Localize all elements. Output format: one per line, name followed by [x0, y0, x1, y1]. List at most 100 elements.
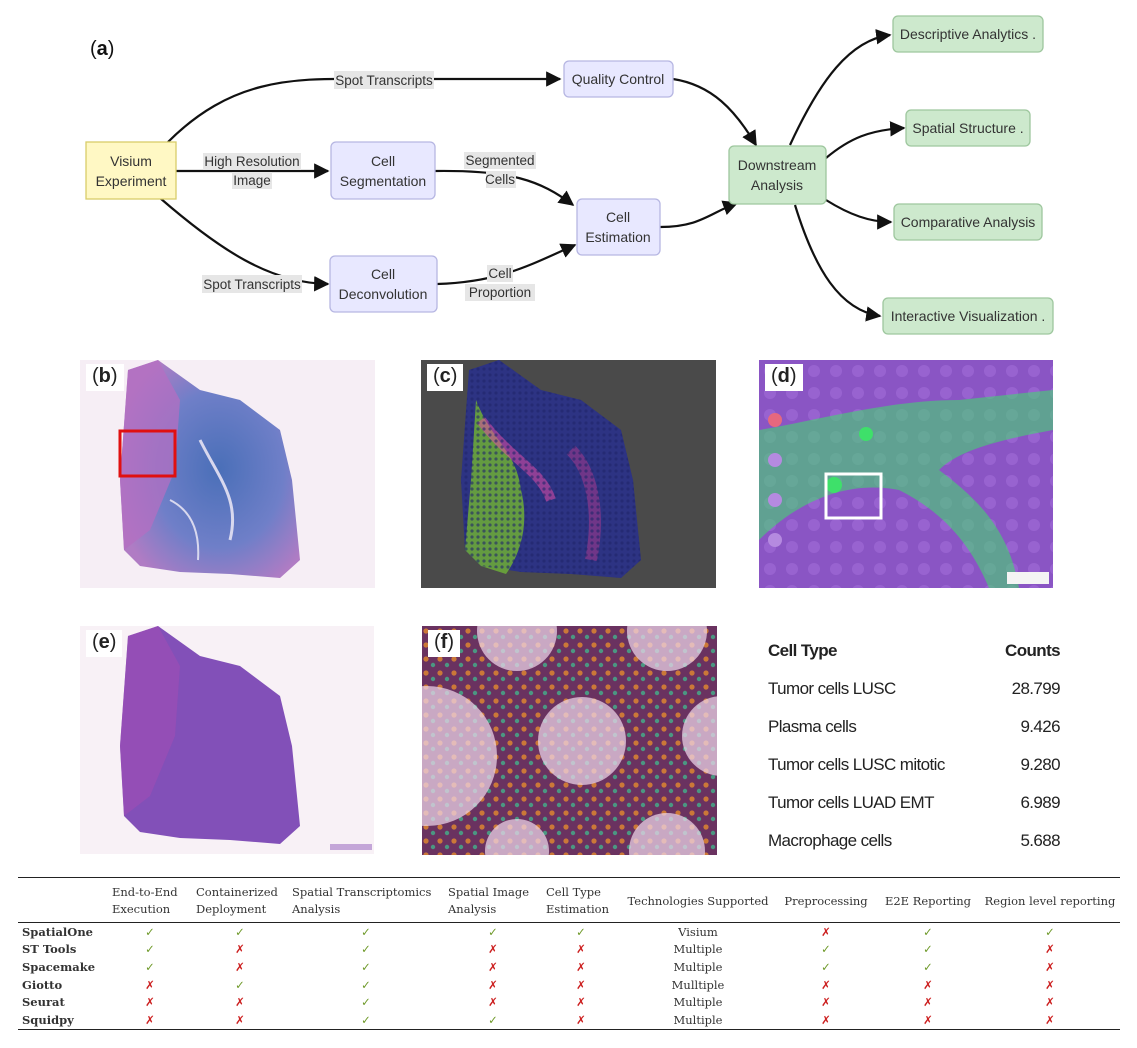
check-icon: ✓ — [145, 924, 155, 939]
cell-counts-table: Cell Type Counts Tumor cells LUSC 28.799… — [768, 632, 1061, 860]
check-icon: ✓ — [361, 995, 371, 1010]
comparison-row: Squidpy✗✗✓✓✗Multiple✗✗✗ — [18, 1010, 1120, 1030]
comparison-row: SpatialOne✓✓✓✓✓Visium✗✓✓ — [18, 923, 1120, 941]
edge-label-spot-top: Spot Transcripts — [334, 71, 434, 89]
check-icon: ✓ — [1045, 924, 1055, 939]
tissue-estimation-illustration — [120, 626, 372, 850]
edge-est-down — [659, 200, 739, 229]
tool-comparison-table: End-to-End Execution Containerized Deplo… — [18, 877, 1120, 1030]
svg-text:Experiment: Experiment — [96, 173, 167, 189]
comparison-row: Spacemake✓✗✓✗✗Multiple✓✓✗ — [18, 958, 1120, 976]
check-icon: ✓ — [444, 1010, 542, 1030]
comparison-row: Giotto✗✓✓✗✗Mulltiple✗✗✗ — [18, 976, 1120, 994]
panel-d-letter: d — [777, 365, 790, 387]
check-icon: ✓ — [361, 977, 371, 992]
zoom-region-box — [824, 472, 883, 520]
check-icon: ✓ — [821, 959, 831, 974]
svg-text:Comparative Analysis: Comparative Analysis — [901, 214, 1036, 230]
svg-text:Segmentation: Segmentation — [340, 173, 426, 189]
svg-text:Quality Control: Quality Control — [572, 71, 665, 87]
edge-down-spatial — [825, 121, 906, 159]
panel-b-he-tissue-image: (b) — [80, 360, 375, 588]
panel-a-letter: a — [97, 38, 109, 60]
cross-icon: ✗ — [108, 1010, 192, 1030]
svg-text:Segmented: Segmented — [465, 153, 534, 168]
cross-icon: ✗ — [821, 995, 831, 1010]
svg-text:Cell: Cell — [371, 153, 395, 169]
cross-icon: ✗ — [192, 1010, 288, 1030]
edge-down-desc — [789, 29, 892, 146]
node-visium-experiment: Visium Experiment — [85, 141, 177, 200]
cross-icon: ✗ — [235, 942, 245, 957]
technologies-cell: Mulltiple — [671, 977, 725, 992]
check-icon: ✓ — [145, 959, 155, 974]
cell-count: 9.280 — [1020, 755, 1060, 774]
panel-e-cell-estimation-image: (e) — [80, 626, 374, 854]
edge-seg-est — [434, 169, 575, 206]
svg-text:Visium: Visium — [110, 153, 152, 169]
tool-name: Giotto — [22, 977, 63, 992]
cell-count-row: Tumor cells LUAD EMT 6.989 — [768, 784, 1061, 822]
cross-icon: ✗ — [576, 942, 586, 957]
tool-name: ST Tools — [22, 942, 77, 957]
svg-text:Estimation: Estimation — [585, 229, 650, 245]
panel-a-label: (a) — [90, 38, 114, 60]
zoom-region-box — [118, 429, 177, 478]
tool-name: Squidpy — [18, 1010, 108, 1030]
cross-icon: ✗ — [923, 977, 933, 992]
panel-c-letter: c — [439, 365, 451, 387]
cross-icon: ✗ — [876, 1010, 980, 1030]
cell-type: Macrophage cells — [768, 831, 892, 850]
technologies-cell: Multiple — [673, 942, 723, 957]
technologies-cell: Multiple — [673, 959, 723, 974]
cross-icon: ✗ — [488, 942, 498, 957]
technologies-cell: Multiple — [673, 995, 723, 1010]
cell-count: 28.799 — [1011, 679, 1061, 698]
cross-icon: ✗ — [542, 1010, 620, 1030]
cross-icon: ✗ — [235, 995, 245, 1010]
check-icon: ✓ — [361, 942, 371, 957]
cross-icon: ✗ — [1045, 959, 1055, 974]
cross-icon: ✗ — [776, 1010, 876, 1030]
cross-icon: ✗ — [923, 995, 933, 1010]
check-icon: ✓ — [923, 942, 933, 957]
cross-icon: ✗ — [235, 959, 245, 974]
cross-icon: ✗ — [1045, 942, 1055, 957]
comparison-row: ST Tools✓✗✓✗✗Multiple✓✓✗ — [18, 941, 1120, 959]
panel-d-zoomed-spots-image: (d) — [759, 360, 1053, 588]
cross-icon: ✗ — [980, 1010, 1120, 1030]
check-icon: ✓ — [288, 1010, 444, 1030]
node-cell-estimation: Cell Estimation — [576, 198, 661, 256]
panel-b-letter: b — [98, 365, 111, 387]
edge-down-interactive — [793, 204, 882, 322]
svg-text:Cell: Cell — [606, 209, 630, 225]
cross-icon: ✗ — [576, 977, 586, 992]
node-spatial-structure: Spatial Structure . — [905, 109, 1031, 147]
svg-text:Downstream: Downstream — [738, 157, 817, 173]
svg-text:Proportion: Proportion — [469, 285, 531, 300]
node-cell-segmentation: Cell Segmentation — [330, 141, 436, 200]
svg-text:Cells: Cells — [485, 172, 515, 187]
cross-icon: ✗ — [576, 959, 586, 974]
cell-count: 6.989 — [1020, 793, 1060, 812]
tool-name: SpatialOne — [22, 924, 93, 939]
svg-text:Image: Image — [233, 173, 271, 188]
svg-text:Spatial Structure .: Spatial Structure . — [912, 120, 1023, 136]
check-icon: ✓ — [361, 959, 371, 974]
check-icon: ✓ — [923, 959, 933, 974]
tissue-spots-illustration — [461, 360, 641, 578]
svg-text:Cell: Cell — [371, 266, 395, 282]
edge-label-segmented: Segmented Cells — [464, 152, 536, 188]
header-image-analysis: Spatial Image Analysis — [444, 877, 542, 923]
cross-icon: ✗ — [145, 977, 155, 992]
cross-icon: ✗ — [821, 977, 831, 992]
check-icon: ✓ — [923, 924, 933, 939]
cross-icon: ✗ — [488, 977, 498, 992]
svg-text:Spot Transcripts: Spot Transcripts — [335, 73, 433, 88]
cross-icon: ✗ — [488, 959, 498, 974]
cell-type: Plasma cells — [768, 717, 857, 736]
edge-qc-down — [672, 77, 757, 147]
node-comparative-analysis: Comparative Analysis — [893, 203, 1043, 241]
header-tool — [18, 877, 108, 923]
check-icon: ✓ — [821, 942, 831, 957]
